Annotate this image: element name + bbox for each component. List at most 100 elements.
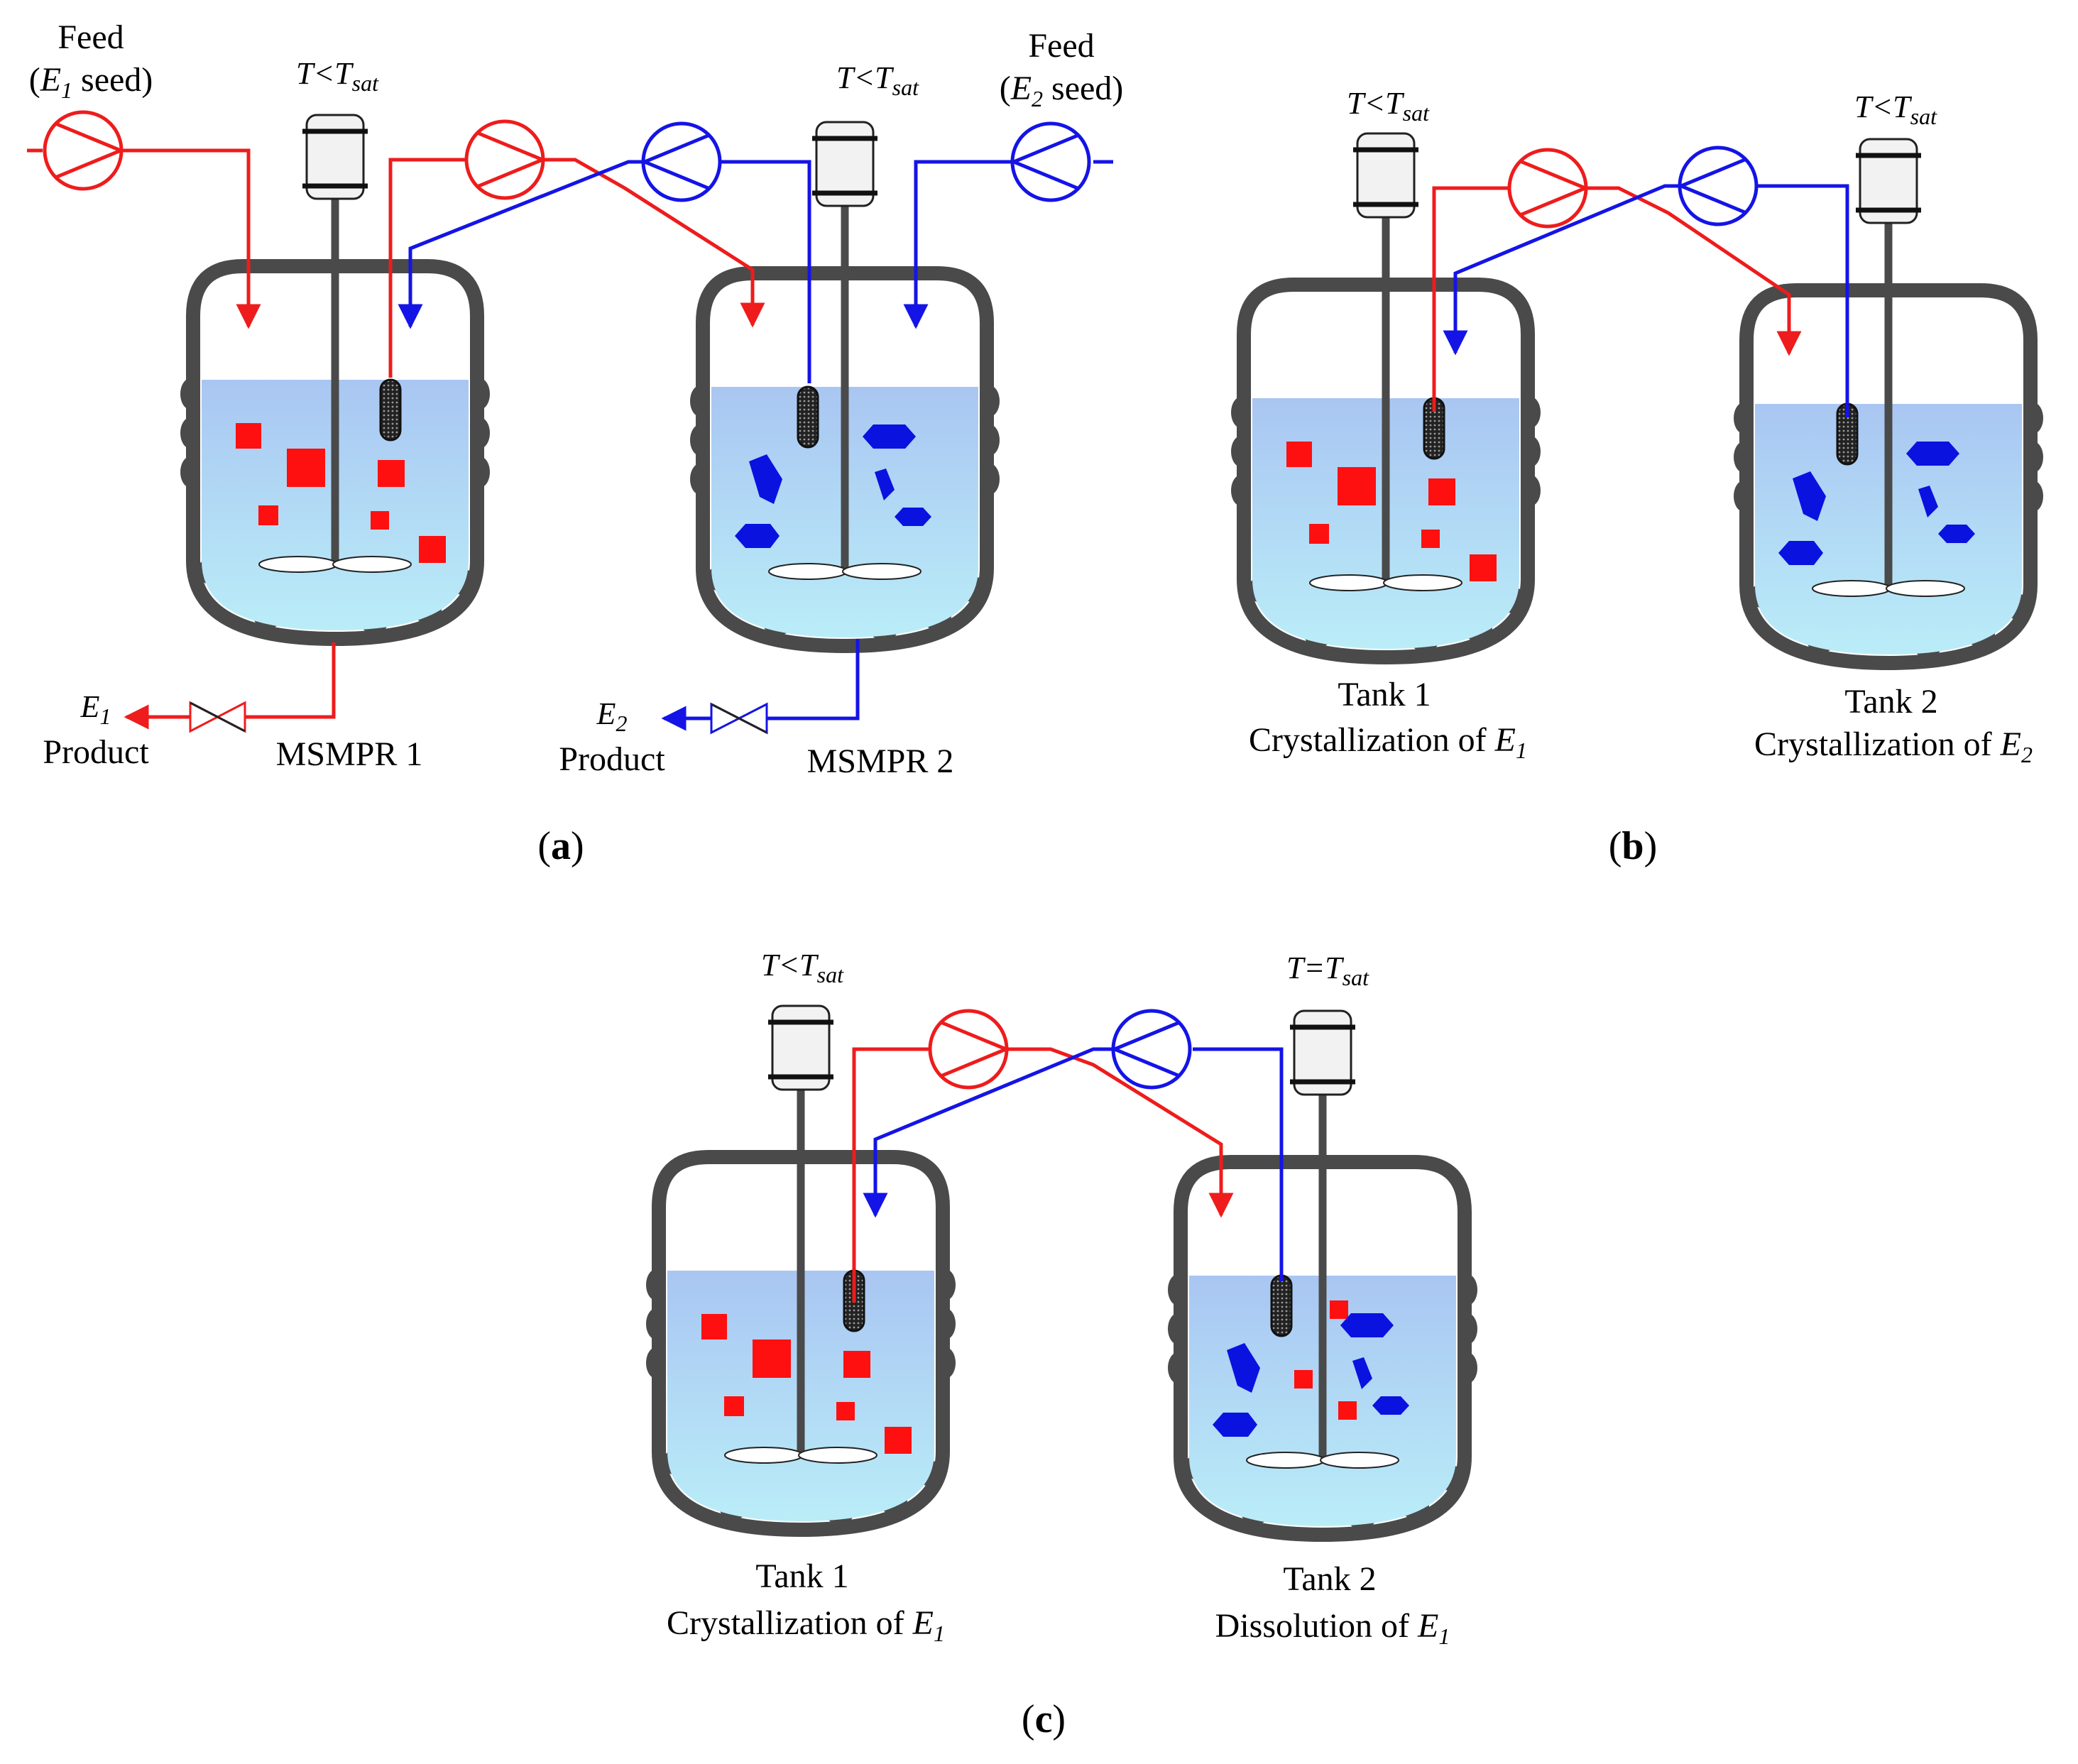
blue-crystal bbox=[895, 508, 931, 526]
filter-probe-icon bbox=[379, 378, 402, 442]
motor-icon bbox=[771, 1004, 831, 1091]
vessel-wall bbox=[1174, 1155, 1472, 1543]
blue-crystal bbox=[749, 454, 782, 504]
temp-label-msmpr-2: T<Tsat bbox=[836, 60, 919, 100]
filter-probe-icon bbox=[1270, 1274, 1293, 1337]
red-crystal bbox=[1286, 442, 1312, 467]
product-right-symbol: E2 bbox=[596, 696, 628, 736]
red-crystal bbox=[1309, 524, 1329, 544]
feed-right-seed-label: (E2 seed) bbox=[1000, 70, 1124, 111]
blue-transfer-line bbox=[410, 160, 811, 383]
impeller-blade bbox=[1320, 1452, 1399, 1469]
tank-1-desc-c: Crystallization of E1 bbox=[667, 1604, 945, 1646]
impeller-blade bbox=[1246, 1452, 1325, 1469]
red-crystal bbox=[287, 449, 325, 487]
impeller-blade bbox=[842, 563, 922, 580]
pump-icon-red-b bbox=[1507, 148, 1590, 229]
impeller-blade bbox=[1812, 580, 1891, 597]
red-crystal bbox=[843, 1351, 870, 1378]
msmpr-1-label: MSMPR 1 bbox=[276, 735, 423, 773]
red-crystal bbox=[724, 1396, 744, 1416]
pump-icon-blue-transfer bbox=[640, 121, 722, 202]
pump-icon-blue-b bbox=[1676, 146, 1759, 226]
blue-crystal bbox=[1906, 442, 1959, 466]
red-crystal bbox=[753, 1340, 791, 1378]
product-left-label: Product bbox=[43, 733, 149, 771]
red-crystal bbox=[258, 505, 278, 525]
feed-left-label: Feed bbox=[58, 18, 124, 56]
impeller-blade bbox=[798, 1447, 877, 1464]
pump-icon-red-feed bbox=[43, 110, 126, 191]
panel-b: T<Tsat T<Tsat Tank 1 Crystallization of … bbox=[1231, 86, 2043, 868]
impeller-blade bbox=[1383, 574, 1462, 591]
vessel-wall bbox=[1237, 278, 1535, 665]
red-crystal bbox=[1421, 530, 1440, 548]
temp-label-msmpr-1: T<Tsat bbox=[296, 56, 379, 96]
panel-a-label: (a) bbox=[537, 824, 584, 868]
vessel-tank-2-c bbox=[1168, 1009, 1477, 1543]
temp-label-tank-1-c: T<Tsat bbox=[761, 948, 844, 987]
blue-crystal bbox=[1793, 471, 1826, 521]
blue-crystal bbox=[735, 524, 780, 548]
red-crystal bbox=[836, 1402, 855, 1420]
pump-icon-blue-feed bbox=[1009, 121, 1091, 202]
blue-crystal bbox=[863, 424, 916, 449]
streams-a bbox=[27, 148, 1113, 718]
blue-transfer-line-c bbox=[875, 1047, 1284, 1281]
vessel-tank-1-b bbox=[1231, 132, 1541, 665]
vessel-msmpr-1 bbox=[180, 114, 490, 647]
blue-product-line bbox=[664, 639, 860, 718]
temp-label-tank-2-c: T=Tsat bbox=[1286, 951, 1369, 990]
red-crystal bbox=[378, 460, 405, 487]
motor-icon bbox=[305, 114, 365, 200]
blue-crystal bbox=[1213, 1413, 1257, 1437]
vessel-msmpr-2 bbox=[690, 121, 1000, 654]
red-crystal bbox=[1428, 478, 1455, 505]
red-crystal bbox=[1330, 1300, 1348, 1319]
impeller-blade bbox=[1886, 580, 1965, 597]
tank-1-desc-b: Crystallization of E1 bbox=[1249, 721, 1527, 763]
blue-crystal bbox=[1372, 1396, 1409, 1415]
red-transfer-line-c bbox=[852, 1047, 1221, 1303]
red-crystal bbox=[1470, 554, 1497, 581]
product-right-label: Product bbox=[559, 740, 665, 778]
motor-icon bbox=[1859, 138, 1918, 224]
blue-crystal bbox=[875, 469, 895, 500]
impeller-blade bbox=[258, 556, 338, 573]
motor-icon bbox=[1356, 132, 1416, 219]
blue-crystal bbox=[1918, 486, 1938, 517]
streams-b bbox=[1434, 184, 1849, 417]
vessel-wall bbox=[652, 1150, 950, 1538]
blue-crystal bbox=[1227, 1343, 1260, 1393]
msmpr-2-label: MSMPR 2 bbox=[807, 743, 954, 780]
temp-label-tank-1-b: T<Tsat bbox=[1347, 86, 1430, 126]
red-crystal bbox=[701, 1314, 727, 1340]
red-crystal bbox=[1338, 467, 1376, 505]
impeller-blade bbox=[768, 563, 848, 580]
panel-b-label: (b) bbox=[1609, 824, 1657, 868]
vessel-wall bbox=[696, 266, 994, 654]
tank-2-desc-b: Crystallization of E2 bbox=[1754, 725, 2033, 767]
feed-right-label: Feed bbox=[1028, 27, 1094, 65]
pump-icon-blue-c bbox=[1110, 1009, 1192, 1090]
tank-2-desc-c: Dissolution of E1 bbox=[1215, 1607, 1450, 1649]
tank-1-label-c: Tank 1 bbox=[755, 1557, 848, 1595]
motor-icon bbox=[1293, 1009, 1352, 1096]
red-crystal bbox=[419, 536, 446, 563]
panel-a: Feed (E1 seed) Feed (E2 seed) T<Tsat T<T… bbox=[27, 18, 1123, 868]
vessel-tank-2-b bbox=[1734, 138, 2043, 671]
red-crystal bbox=[236, 423, 261, 449]
blue-transfer-line-b bbox=[1455, 184, 1849, 417]
temp-label-tank-2-b: T<Tsat bbox=[1854, 89, 1937, 129]
blue-crystal bbox=[1352, 1357, 1372, 1389]
tank-2-label-b: Tank 2 bbox=[1844, 683, 1937, 721]
red-product-line bbox=[126, 642, 336, 717]
red-crystal bbox=[1338, 1401, 1357, 1420]
blue-crystal bbox=[1778, 541, 1823, 565]
blue-feed-line bbox=[916, 160, 1113, 327]
valve-icon-blue bbox=[710, 702, 768, 735]
red-feed-line bbox=[27, 148, 248, 327]
product-left-symbol: E1 bbox=[80, 689, 111, 729]
red-crystal bbox=[885, 1427, 912, 1454]
